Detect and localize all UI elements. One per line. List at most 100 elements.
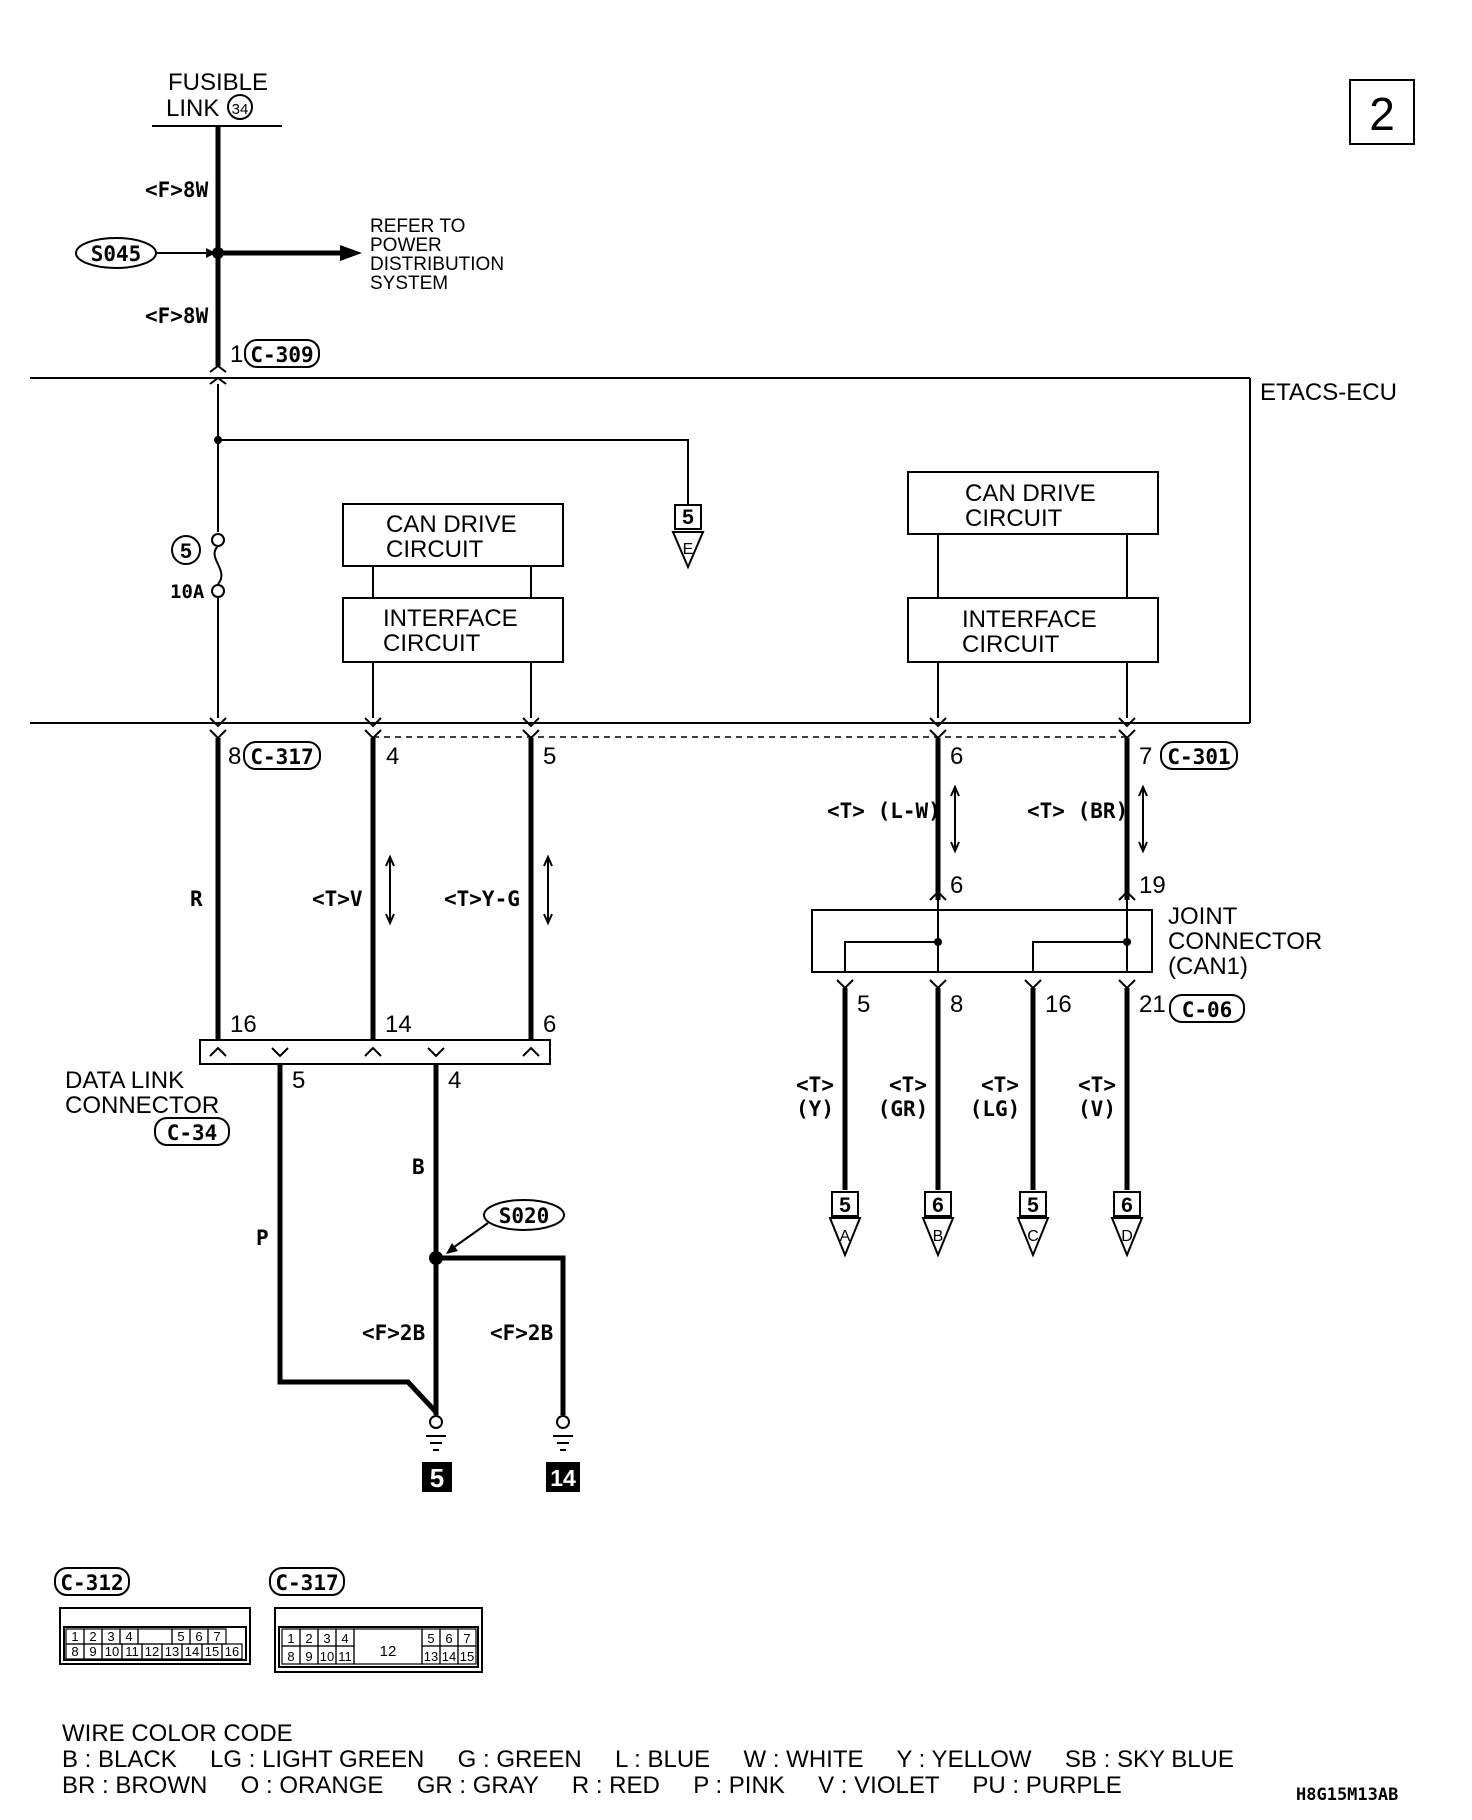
c317-cavity-label: 10 xyxy=(320,1649,334,1664)
svg-text:21: 21 xyxy=(1139,991,1166,1018)
svg-text:CIRCUIT: CIRCUIT xyxy=(962,631,1060,658)
c312-cavity-label: 16 xyxy=(225,1644,239,1659)
c301-pin: 7 xyxy=(1139,743,1152,770)
svg-text:DISTRIBUTION: DISTRIBUTION xyxy=(370,254,504,275)
offpage-b: 6 B xyxy=(921,1191,955,1258)
pin-4: 4 xyxy=(386,743,399,770)
interface-circuit-left: INTERFACE CIRCUIT xyxy=(342,597,564,663)
wire-b-label: B xyxy=(412,1155,425,1179)
c312-cavity-label: 8 xyxy=(71,1644,78,1659)
etacs-ecu-label: ETACS-ECU xyxy=(1260,379,1397,406)
svg-text:CONNECTOR: CONNECTOR xyxy=(1168,928,1322,955)
svg-text:(LG): (LG) xyxy=(970,1097,1021,1121)
svg-text:(Y): (Y) xyxy=(796,1097,834,1121)
svg-text:16: 16 xyxy=(1045,991,1072,1018)
svg-text:4: 4 xyxy=(448,1067,461,1094)
c317-badge xyxy=(243,741,321,770)
svg-text:A: A xyxy=(840,1228,851,1245)
wire-p xyxy=(277,1064,439,1415)
fusible-link-line1: FUSIBLE xyxy=(168,69,268,96)
wire-tlw-label: <T> (L-W) xyxy=(827,799,941,823)
wire-r-label: R xyxy=(190,887,203,911)
c312-cavity-cell xyxy=(221,1643,243,1660)
ecu-bottom-terminals xyxy=(209,717,1136,740)
svg-text:<T>: <T> xyxy=(889,1073,927,1097)
joint-connector-can1: 6 19 JOINT CONNECTOR (CAN1) 5 8 16 21 C-… xyxy=(811,872,1322,1023)
svg-text:INTERFACE: INTERFACE xyxy=(383,605,518,632)
c312-cavity-label: 10 xyxy=(105,1644,119,1659)
svg-text:POWER: POWER xyxy=(370,235,442,256)
drawing-code: H8G15M13AB xyxy=(1296,1785,1398,1805)
page-number: 2 xyxy=(1369,88,1395,140)
svg-text:<T>: <T> xyxy=(1078,1073,1116,1097)
c317-center-cavity: 12 xyxy=(380,1643,397,1660)
c317-pin: 8 xyxy=(228,743,241,770)
fusible-link-number: 34 xyxy=(232,101,249,118)
c317-cavity-label: 14 xyxy=(442,1649,456,1664)
c317-cavity-label: 11 xyxy=(338,1649,352,1664)
c312-cavity-label: 1 xyxy=(71,1629,78,1644)
svg-text:CAN DRIVE: CAN DRIVE xyxy=(386,511,517,538)
c317-cavity-label: 2 xyxy=(305,1631,312,1646)
svg-text:6: 6 xyxy=(950,872,963,899)
svg-text:REFER TO: REFER TO xyxy=(370,216,465,237)
svg-text:E: E xyxy=(683,541,694,558)
c317-cavity-label: 15 xyxy=(460,1649,474,1664)
svg-text:D: D xyxy=(1121,1228,1133,1245)
wire-p-label: P xyxy=(256,1226,269,1250)
c317-cavity-label: 6 xyxy=(445,1631,452,1646)
svg-text:14: 14 xyxy=(550,1465,576,1491)
bidirectional-arrow xyxy=(385,854,553,926)
svg-text:C-317: C-317 xyxy=(275,1571,338,1595)
wire-color-code: WIRE COLOR CODE B : BLACK LG : LIGHT GRE… xyxy=(62,1720,1398,1805)
c312-cavity-label: 6 xyxy=(195,1629,202,1644)
c312-cavity-label: 2 xyxy=(89,1629,96,1644)
svg-text:CIRCUIT: CIRCUIT xyxy=(965,505,1063,532)
svg-text:CIRCUIT: CIRCUIT xyxy=(383,630,481,657)
svg-text:5: 5 xyxy=(292,1067,305,1094)
svg-text:B: B xyxy=(933,1228,944,1245)
splice-s020: S020 xyxy=(429,1199,565,1265)
offpage-d: 6 D xyxy=(1110,1191,1144,1258)
svg-text:C-312: C-312 xyxy=(60,1571,123,1595)
splice-s045: S045 xyxy=(75,237,362,269)
fusible-link-line2: LINK xyxy=(166,95,219,122)
svg-text:(GR): (GR) xyxy=(878,1097,929,1121)
c309-id: C-309 xyxy=(250,343,313,367)
c312-cavity-label: 11 xyxy=(125,1644,139,1659)
svg-text:(CAN1): (CAN1) xyxy=(1168,953,1248,980)
c317-id: C-317 xyxy=(250,745,313,769)
c301-id: C-301 xyxy=(1167,745,1230,769)
svg-text:14: 14 xyxy=(385,1011,412,1038)
c312-cavity-cell xyxy=(137,1628,173,1645)
svg-text:C: C xyxy=(1027,1228,1039,1245)
svg-text:16: 16 xyxy=(230,1011,257,1038)
can-branch-wires: <T> (Y) <T> (GR) <T> (LG) <T> (V) xyxy=(796,988,1130,1190)
refer-to-note: REFER TO POWER DISTRIBUTION SYSTEM xyxy=(370,216,504,294)
wire-2b-left-label: <F>2B xyxy=(362,1321,425,1345)
wire-tyg-label: <T>Y-G xyxy=(444,887,520,911)
c317-cavity-label: 1 xyxy=(287,1631,294,1646)
svg-text:6: 6 xyxy=(932,1194,944,1217)
offpage-c: 5 C xyxy=(1016,1191,1050,1258)
c301-badge xyxy=(1160,741,1238,770)
c06-id: C-06 xyxy=(1182,998,1233,1022)
c312-cavity-label: 13 xyxy=(165,1644,179,1659)
wire-8w-upper-label: <F>8W xyxy=(145,178,209,202)
svg-text:<T>: <T> xyxy=(981,1073,1019,1097)
svg-text:6: 6 xyxy=(543,1011,556,1038)
svg-text:JOINT: JOINT xyxy=(1168,903,1238,930)
c317-cavity-label: 8 xyxy=(287,1649,294,1664)
c312-cavity-label: 7 xyxy=(213,1629,220,1644)
c312-cavity-label: 15 xyxy=(205,1644,219,1659)
c317-cavity-label: 13 xyxy=(424,1649,438,1664)
pin-6-top: 6 xyxy=(950,743,963,770)
etacs-ecu-boundary: ETACS-ECU xyxy=(30,377,1397,724)
svg-text:5: 5 xyxy=(1027,1194,1039,1217)
can-drive-circuit-left: CAN DRIVE CIRCUIT xyxy=(342,503,564,567)
fusible-link: FUSIBLE LINK 34 xyxy=(152,69,282,127)
svg-text:INTERFACE: INTERFACE xyxy=(962,606,1097,633)
svg-text:5: 5 xyxy=(430,1463,444,1493)
